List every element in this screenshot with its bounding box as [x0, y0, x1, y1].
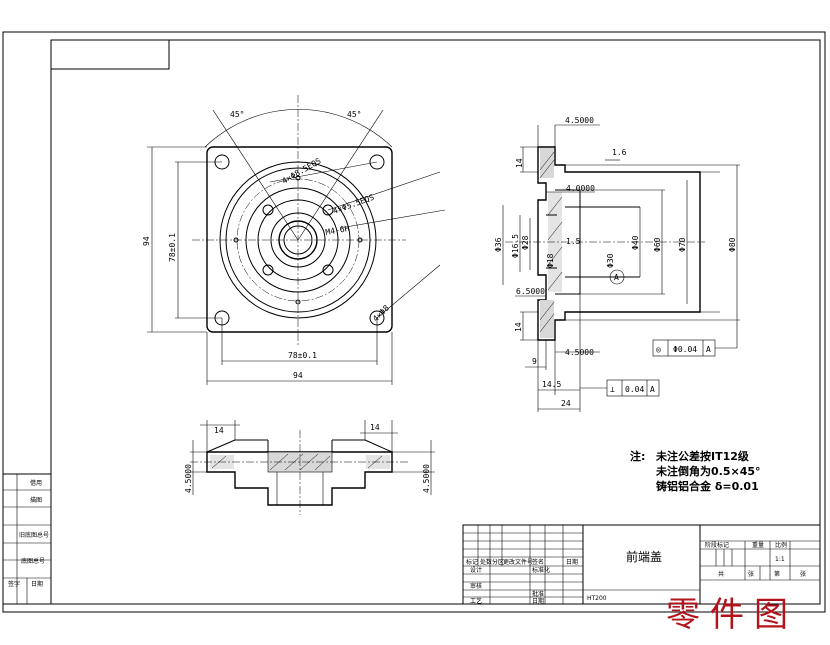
sheet-label-0: 共 — [718, 570, 724, 578]
dim-phi-outer-left: Φ36 — [494, 237, 503, 252]
stage-header-1: 重量 — [752, 541, 764, 549]
stage-header-2: 比例 — [775, 541, 787, 549]
dim-inner-height: 78±0.1 — [168, 233, 177, 262]
side-label-4: 签字 — [8, 580, 20, 588]
dim-mid: 4.0000 — [566, 184, 595, 193]
dim-fillet: 1.5 — [566, 237, 581, 246]
title-block: 标记 处数 分区 更改文件号 签名 日期 设计 审核 工艺 标准化 批准 日期 … — [462, 524, 821, 605]
notes-label: 注: — [630, 449, 645, 463]
notes-line-2: 未注倒角为0.5×45° — [655, 464, 761, 478]
dim-bottom-right: 4.5000 — [565, 348, 594, 357]
dim-14-right: 14 — [370, 423, 380, 432]
scale: 1:1 — [775, 556, 785, 563]
callout-2: 4×Φ5.5EQS — [332, 193, 376, 216]
dim-right-vertical: 4.5000 — [422, 464, 431, 493]
dim-phi-left-2: Φ16.5 — [511, 234, 520, 258]
angle-left: 45° — [230, 110, 244, 119]
tb-header-5: 日期 — [566, 558, 578, 566]
dim-lower-left: 6.5000 — [516, 287, 545, 296]
technical-notes: 注: 未注公差按IT12级 未注倒角为0.5×45° 铸铝铝合金 δ=0.01 — [630, 449, 761, 493]
callout-1: 4×Φ8.5EQS — [281, 156, 323, 186]
stage-header-0: 阶段标记 — [705, 541, 729, 549]
dim-inner-width: 78±0.1 — [288, 351, 317, 360]
side-label-5: 日期 — [31, 580, 43, 588]
sheet-label-2: 第 — [774, 570, 780, 578]
tb-header-1: 处数 — [480, 558, 492, 566]
tb-row-2: 工艺 — [470, 597, 482, 605]
angle-right: 45° — [347, 110, 361, 119]
tb-header-2: 分区 — [492, 558, 504, 566]
dim-phi-60: Φ60 — [653, 237, 662, 252]
dim-left-top: 14 — [515, 158, 524, 168]
dim-phi-70: Φ70 — [678, 237, 687, 252]
dim-height: 94 — [142, 236, 151, 246]
sheet-label-1: 张 — [748, 570, 754, 578]
perpendicularity-frame: ⊥ 0.04 A — [580, 379, 660, 397]
dim-phi-center-2: Φ30 — [606, 253, 615, 268]
sheet-label-3: 张 — [800, 570, 806, 578]
tb-row-0: 设计 — [470, 566, 482, 574]
dim-phi-center-1: Φ18 — [546, 253, 555, 268]
side-label-0: 借用 — [30, 479, 42, 487]
side-table: 借用 描图 旧底图总号 底图总号 签字 日期 — [2, 473, 52, 605]
dim-phi-80: Φ80 — [728, 237, 737, 252]
material: HT200 — [587, 595, 607, 602]
dim-top-right: 4.5000 — [565, 116, 594, 125]
side-label-2: 旧底图总号 — [19, 531, 49, 539]
dim-24: 24 — [561, 399, 571, 408]
section-hatch — [539, 148, 563, 338]
dim-14-5: 14.5 — [542, 380, 561, 389]
dim-left-vertical: 4.5000 — [184, 464, 193, 493]
datum-marker: A — [580, 269, 625, 285]
tol-perp-datum: A — [650, 385, 655, 394]
side-label-1: 描图 — [30, 496, 42, 504]
tb-header-3: 更改文件号 — [503, 558, 533, 566]
side-label-3: 底图总号 — [21, 557, 45, 565]
dim-9: 9 — [532, 357, 537, 366]
tb-col-std: 标准化 — [532, 566, 550, 574]
bottom-view: 14 14 4.5000 4.5000 — [184, 420, 435, 515]
tol-perp-symbol: ⊥ — [610, 385, 615, 394]
section-view: 4.5000 14 1.6 4.0000 Φ36 Φ16.5 Φ28 1.5 Φ… — [494, 116, 740, 412]
code-box — [50, 39, 170, 70]
tb-row-1: 审核 — [470, 582, 482, 590]
inner-frame — [50, 39, 821, 605]
inner-holes — [233, 175, 363, 305]
notes-line-3: 铸铝铝合金 δ=0.01 — [656, 479, 759, 493]
tol-perp-value: 0.04 — [625, 385, 644, 394]
watermark-stamp: 零件图 — [666, 595, 798, 635]
tol-concentric-datum: A — [706, 345, 711, 354]
callout-4: 4×Φ8 — [371, 303, 391, 323]
dim-lower-14: 14 — [514, 322, 523, 332]
top-view: 45° 45° — [142, 95, 446, 385]
dim-width: 94 — [293, 371, 303, 380]
part-name: 前端盖 — [626, 549, 662, 564]
tol-concentric-value: Φ0.04 — [673, 345, 697, 354]
tol-concentric-symbol: ◎ — [656, 345, 661, 354]
datum-label: A — [614, 273, 619, 282]
tb-col-approve: 批准 — [532, 590, 544, 598]
dim-roughness: 1.6 — [612, 148, 627, 157]
tb-col-date: 日期 — [532, 597, 544, 605]
concentricity-frame: ◎ Φ0.04 A — [652, 320, 738, 357]
outer-frame — [2, 31, 826, 613]
dim-phi-40: Φ40 — [631, 235, 640, 250]
notes-line-1: 未注公差按IT12级 — [655, 449, 750, 463]
dim-phi-left-3: Φ28 — [521, 235, 530, 250]
tb-header-0: 标记 — [466, 558, 478, 566]
dim-14-left: 14 — [214, 426, 224, 435]
callout-3: M4-6H — [325, 224, 350, 237]
tb-header-4: 签名 — [532, 558, 544, 566]
